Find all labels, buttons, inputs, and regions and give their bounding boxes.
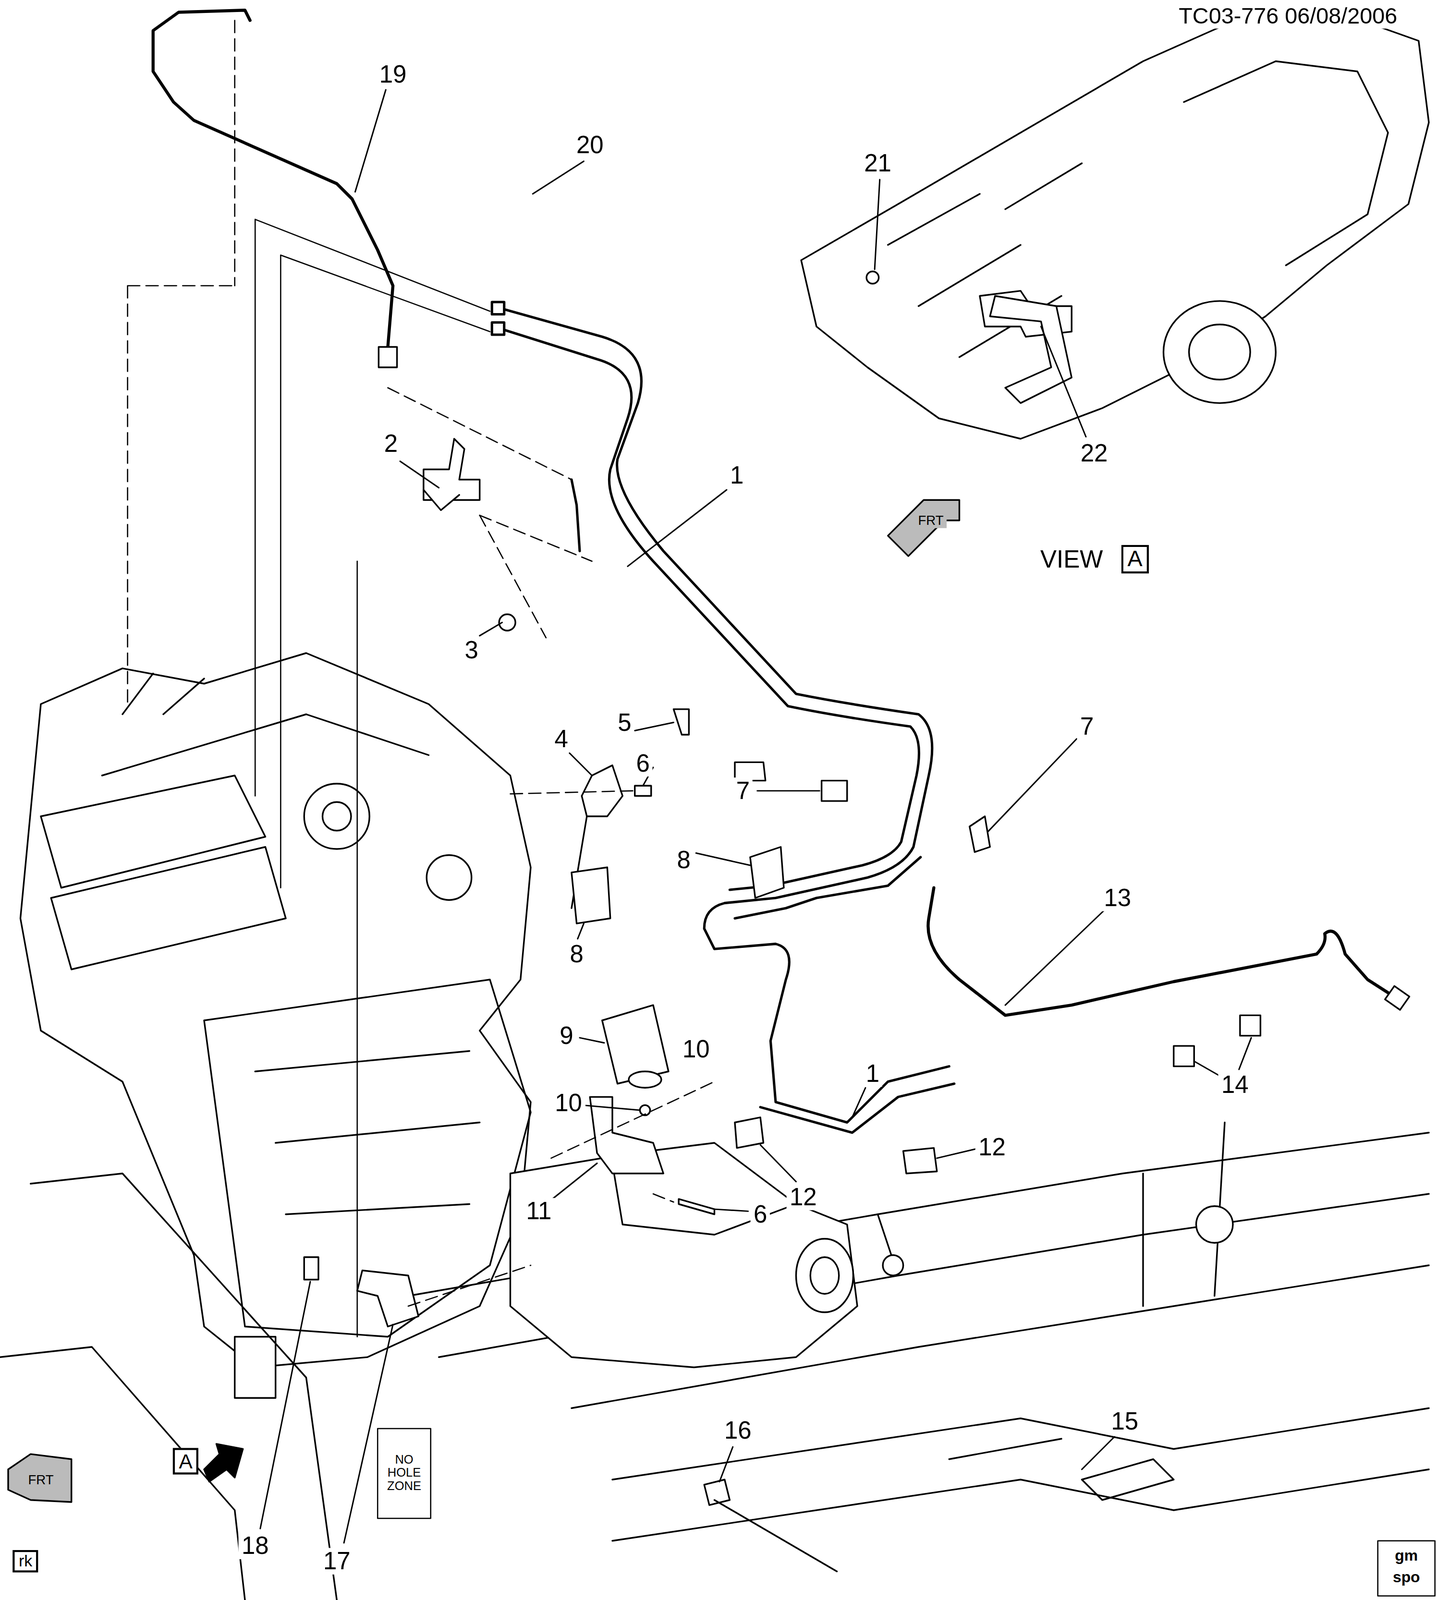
vehicle-frame: [0, 1122, 1429, 1600]
fuel-lines: [491, 302, 955, 1133]
artist-mark: rk: [12, 1550, 39, 1573]
assembly-guides: [255, 219, 490, 1338]
callout-number: 5: [614, 709, 635, 736]
callout-number: 1: [727, 462, 747, 489]
view-label: VIEW: [1037, 546, 1107, 573]
callout-number: 18: [238, 1533, 272, 1560]
callout-number: 16: [721, 1417, 755, 1445]
callout-number: 7: [1077, 713, 1097, 740]
logo-text: gm: [1391, 1546, 1422, 1564]
view-a-transmission: [801, 8, 1429, 439]
callout-number: 22: [1077, 439, 1111, 467]
front-arrow-text: FRT: [914, 512, 947, 529]
return-pipe: [927, 888, 1397, 1016]
callout-number: 3: [461, 636, 482, 664]
callout-number: 17: [320, 1548, 354, 1575]
callout-number: 1: [862, 1060, 883, 1087]
vent-pipe: [153, 10, 393, 360]
callout-number: 7: [732, 777, 753, 804]
callout-number: 8: [673, 847, 694, 874]
callout-number: 4: [551, 725, 572, 753]
callout-number: 19: [376, 61, 410, 88]
view-letter: A: [172, 1448, 199, 1475]
transmission: [510, 1143, 858, 1368]
callout-number: 12: [975, 1133, 1009, 1161]
callout-number: 6: [750, 1201, 771, 1228]
view-arrow: [204, 1444, 244, 1483]
callout-number: 2: [380, 430, 401, 458]
callout-number: 10: [679, 1035, 713, 1063]
brackets-and-clips: [304, 438, 1261, 1572]
callout-number: 20: [573, 131, 607, 159]
view-letter: A: [1121, 545, 1149, 574]
front-arrow: [888, 499, 960, 557]
logo-box: [1377, 1541, 1436, 1597]
front-arrow: [8, 1454, 72, 1503]
callout-number: 8: [566, 940, 587, 968]
callout-number: 21: [861, 149, 895, 177]
logo-text: spo: [1389, 1568, 1424, 1586]
callout-number: 14: [1218, 1071, 1252, 1098]
callout-number: 9: [556, 1022, 577, 1049]
callout-number: 12: [786, 1183, 820, 1211]
engine: [20, 653, 532, 1399]
frame-note: NO HOLE ZONE: [378, 1452, 430, 1495]
leader-lines: [260, 89, 1252, 1544]
callout-number: 15: [1108, 1408, 1142, 1436]
assembly-lines: [127, 20, 715, 1307]
drawing-number: TC03-776 06/08/2006: [1175, 4, 1401, 29]
callout-number: 10: [551, 1090, 585, 1117]
front-arrow-text: FRT: [24, 1472, 57, 1488]
callout-number: 6: [633, 750, 653, 777]
callout-number: 13: [1100, 884, 1134, 912]
callout-number: 11: [523, 1198, 555, 1225]
